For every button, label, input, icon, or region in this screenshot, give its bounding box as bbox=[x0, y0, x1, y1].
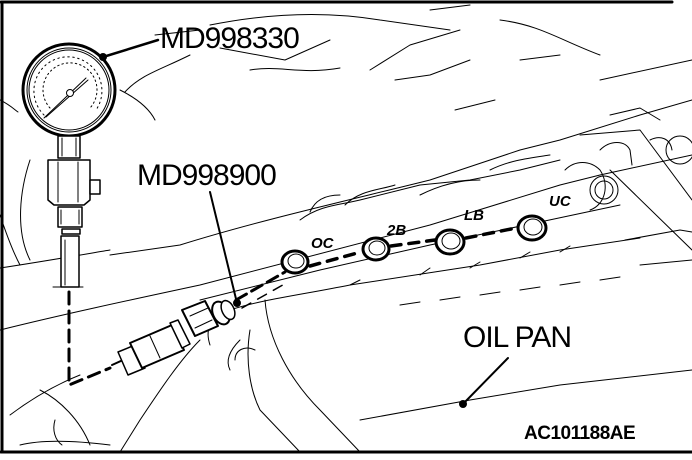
port-2b bbox=[361, 236, 391, 262]
port-label-uc: UC bbox=[549, 193, 571, 210]
port-oc bbox=[280, 249, 310, 275]
callout-oil-pan: OIL PAN bbox=[463, 321, 572, 354]
hose-path bbox=[67, 290, 112, 387]
callout-adapter-tool: MD998900 bbox=[137, 159, 277, 192]
port-lb bbox=[434, 228, 466, 256]
adapter-dashed-line bbox=[234, 270, 289, 309]
figure-id: AC101188AE bbox=[524, 423, 636, 444]
leader-adapter bbox=[209, 191, 241, 307]
leader-oil-pan bbox=[459, 357, 509, 408]
port-label-2b: 2B bbox=[387, 222, 407, 239]
port-label-oc: OC bbox=[311, 235, 334, 252]
oil-pan-flange bbox=[399, 276, 621, 306]
transmission-body bbox=[0, 4, 692, 453]
callout-gauge-tool: MD998330 bbox=[160, 22, 300, 55]
port-uc bbox=[516, 214, 548, 242]
leader-gauge bbox=[99, 38, 160, 61]
port-connector-dashes bbox=[308, 226, 518, 268]
pressure-gauge bbox=[21, 42, 117, 288]
adapter-fitting bbox=[111, 299, 236, 376]
port-label-lb: LB bbox=[464, 207, 484, 224]
